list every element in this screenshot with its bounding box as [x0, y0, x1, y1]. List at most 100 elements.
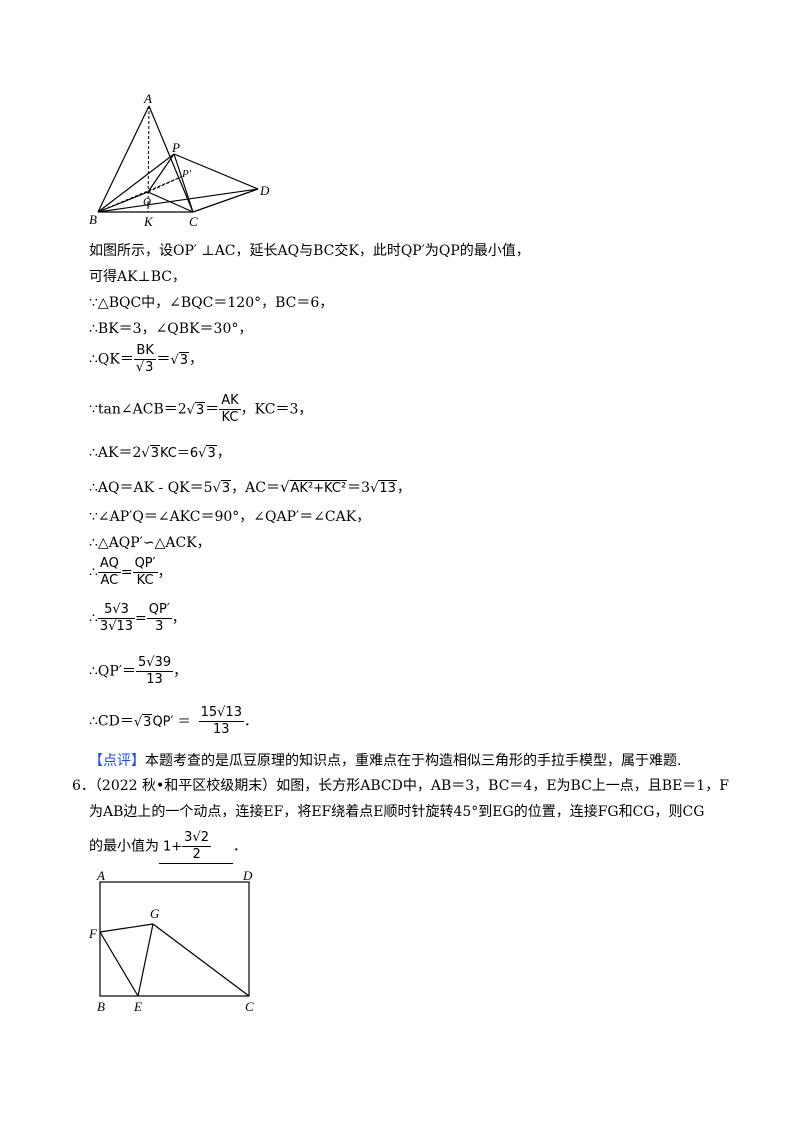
line-9-text: ∠AP′Q＝∠AKC＝90°，∠QAP′＝∠CAK，	[97, 509, 371, 525]
problem-number: 6．	[72, 778, 95, 794]
fraction-den: 2	[192, 847, 201, 862]
solution-line-9: ∵∠AP′Q＝∠AKC＝90°，∠QAP′＝∠CAK，	[89, 508, 370, 526]
line-4-text: BK＝3，∠QBK＝30°，	[97, 321, 253, 337]
therefore-symbol: ∴	[89, 564, 98, 581]
comma: ，	[216, 445, 231, 461]
fraction-num: AK	[219, 393, 241, 410]
line-10-text: △AQP′∽△ACK，	[97, 535, 211, 551]
fraction-num: BK	[133, 343, 157, 360]
fraction-den-radicand: 3	[144, 359, 155, 375]
solution-line-5: ∴QK＝BK√3＝√3，	[89, 343, 204, 376]
therefore-symbol: ∴	[89, 610, 98, 627]
fraction-den: 3√13	[99, 619, 134, 634]
fig1-label-b: B	[89, 212, 97, 227]
sqrt-ak2-kc2: AK²+KC²	[289, 480, 348, 496]
solution-line-8: ∴AQ＝AK - QK＝5√3，AC＝√AK²+KC²＝3√13，	[89, 478, 411, 496]
problem-6-line-2: 为AB边上的一个动点，连接EF，将EF绕着点E顺时针旋转45°到EG的位置，连接…	[89, 804, 705, 820]
therefore-symbol: ∴	[89, 445, 98, 461]
comma: ，	[171, 610, 186, 627]
problem-line-3-text: 的最小值为	[89, 838, 159, 855]
solution-line-1: 如图所示，设OP′ ⊥AC，延长AQ与BC交K，此时QP′为QP的最小值，	[89, 243, 530, 259]
problem-line-1-text: （2022 秋•和平区校级期末）如图，长方形ABCD中，AB＝3，BC＝4，E为…	[94, 778, 729, 794]
fig2-label-c: C	[245, 999, 254, 1014]
fraction-num: 15√13	[198, 705, 244, 722]
fraction-num: QP′	[132, 556, 158, 573]
solution-line-3: ∵△BQC中，∠BQC＝120°，BC＝6，	[89, 294, 333, 312]
solution-line-10: ∴△AQP′∽△ACK，	[89, 534, 211, 552]
because-symbol: ∵	[89, 509, 98, 525]
figure-1-geometry: A P P′ Q D B K C	[89, 92, 270, 229]
fraction-den: 13	[146, 672, 163, 687]
fig1-label-a: A	[143, 92, 152, 106]
therefore-symbol: ∴	[89, 351, 98, 368]
fraction-den: KC	[221, 410, 239, 425]
equals: ＝	[205, 401, 220, 418]
result-radicand: 3	[206, 445, 217, 461]
fig1-label-d: D	[259, 183, 270, 198]
fig2-label-b: B	[97, 999, 105, 1014]
equals: ＝	[156, 351, 171, 368]
equals-3: ＝3	[347, 480, 371, 496]
equals: =	[135, 610, 147, 627]
therefore-symbol: ∴	[89, 480, 98, 496]
qp-label: QP′＝	[97, 663, 136, 680]
fig1-label-c: C	[189, 214, 198, 229]
comma: ，	[157, 564, 172, 581]
comment-text: 本题考查的是瓜豆原理的知识点，重难点在于构造相似三角形的手拉手模型，属于难题.	[145, 753, 682, 769]
fig2-label-a: A	[96, 868, 105, 883]
fig1-label-k: K	[143, 214, 154, 229]
fraction-den: 3	[155, 619, 164, 634]
tan-label: tan∠ACB＝2	[97, 401, 187, 418]
ac-label: ，AC＝	[231, 480, 280, 496]
solution-line-7: ∴AK＝2√3KC＝6√3，	[89, 445, 231, 461]
solution-line-2: 可得AK⊥BC，	[89, 269, 186, 285]
radicand: 3	[149, 445, 160, 461]
therefore-symbol: ∴	[89, 321, 98, 337]
therefore-symbol: ∴	[89, 713, 98, 730]
fig1-label-p-prime: P′	[181, 168, 192, 180]
comma: ，	[173, 663, 188, 680]
fig2-label-e: E	[133, 999, 142, 1014]
fig2-label-f: F	[88, 926, 98, 941]
therefore-symbol: ∴	[89, 663, 98, 680]
qk-label: QK＝	[97, 351, 134, 368]
fraction-num: AQ	[97, 556, 121, 573]
fraction-den: KC	[136, 573, 154, 588]
solution-line-4: ∴BK＝3，∠QBK＝30°，	[89, 320, 252, 338]
figure-2-rectangle: A D G F B E C	[88, 868, 254, 1014]
fraction-num: 5√3	[97, 602, 136, 619]
result-radicand: 13	[378, 480, 397, 496]
fraction-num: QP′	[146, 602, 172, 619]
cd-label: CD＝	[97, 713, 134, 730]
result-radicand: 3	[178, 351, 190, 368]
radicand: 3	[142, 713, 153, 730]
fraction-bk-over-sqrt3: BK√3	[133, 343, 157, 376]
equals: =	[120, 564, 133, 581]
fig2-label-d: D	[242, 868, 253, 883]
fig1-label-q: Q	[143, 196, 151, 208]
line-14-mid: QP′ ＝	[152, 714, 191, 730]
period: ．	[243, 713, 258, 730]
fraction-num: 5√39	[136, 655, 174, 672]
ak-label: AK＝2	[97, 445, 142, 461]
aq-label: AQ＝AK - QK＝5	[97, 480, 213, 496]
fraction-num: 3√2	[182, 830, 211, 847]
period: ．	[233, 838, 247, 855]
comment-tag: 【点评】	[89, 753, 145, 769]
fraction-den: AC	[100, 573, 119, 588]
radicand: 3	[194, 401, 206, 418]
because-symbol: ∵	[89, 401, 98, 418]
fraction-den: 13	[213, 722, 230, 737]
answer-prefix: 1+	[163, 839, 183, 855]
line-3-text: △BQC中，∠BQC＝120°，BC＝6，	[97, 295, 334, 311]
